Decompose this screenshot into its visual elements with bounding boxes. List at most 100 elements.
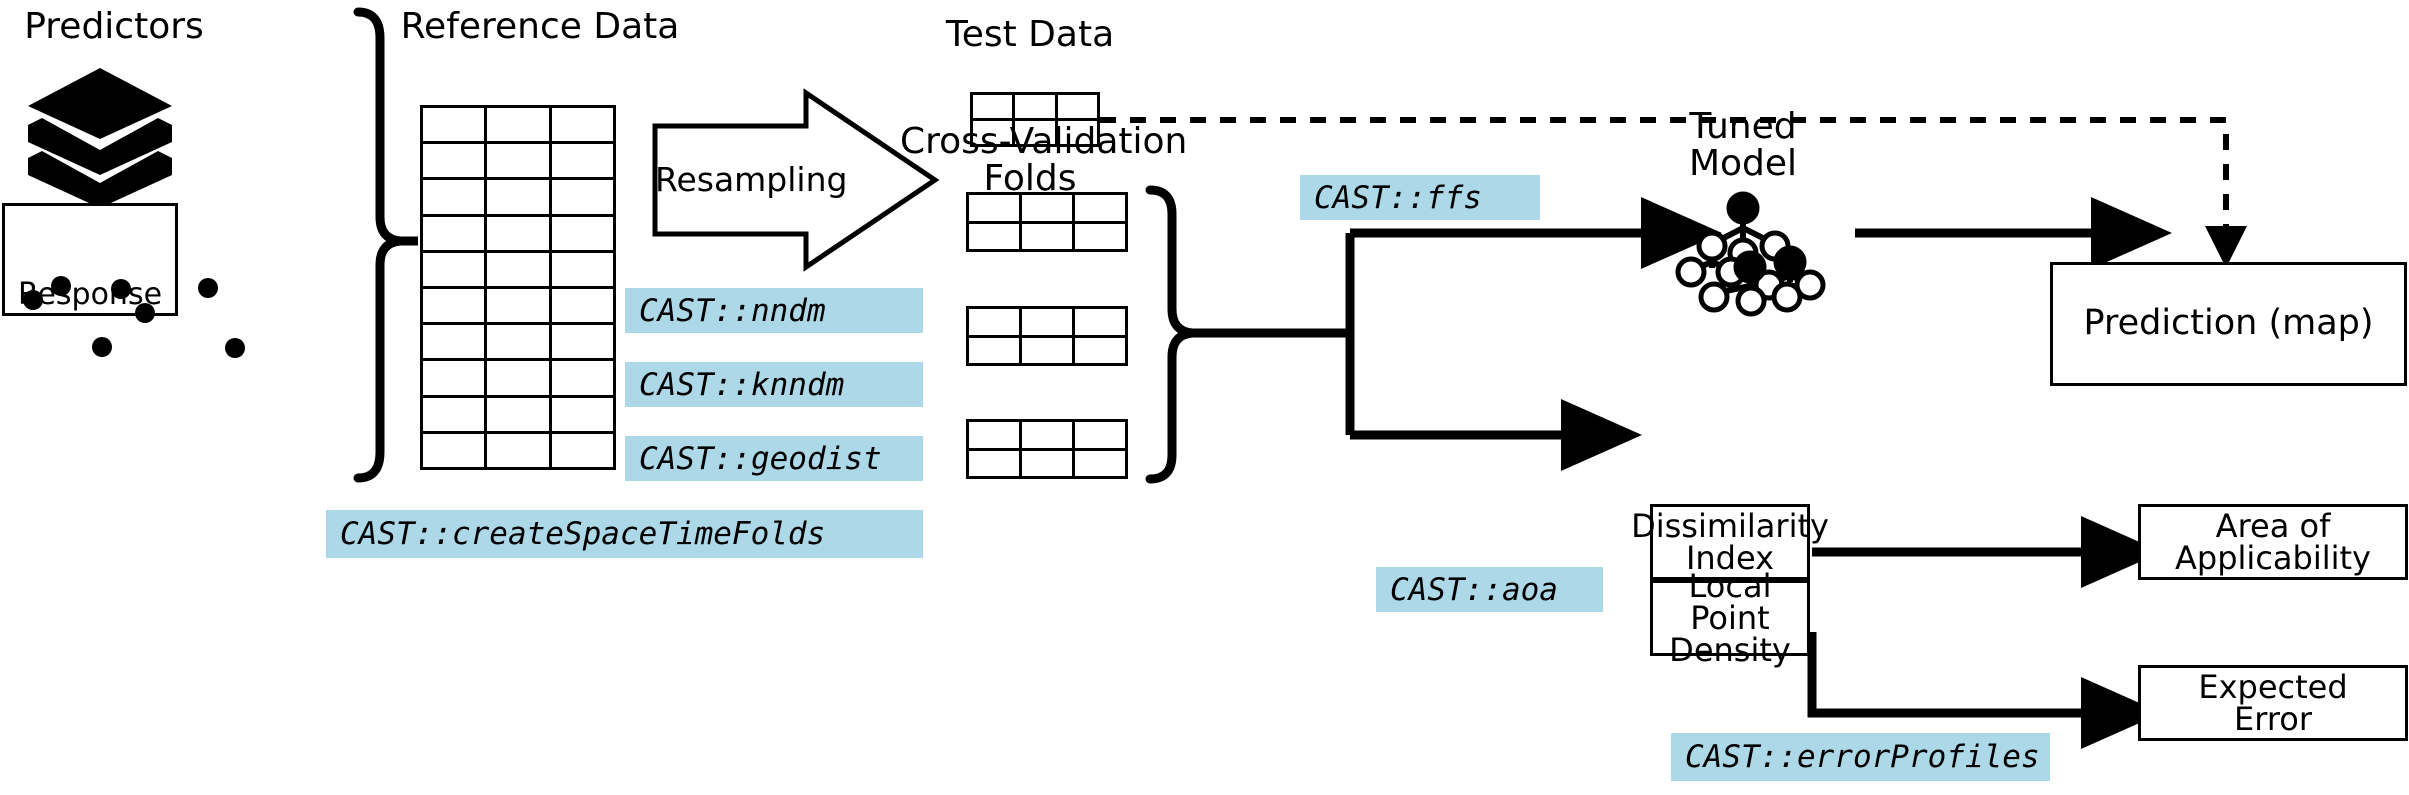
grid-cell (973, 95, 1016, 121)
cv-folds-label-line2: Folds (983, 158, 1077, 199)
grid-cell (1057, 121, 1100, 147)
grid-cell (423, 361, 488, 398)
test-data-grid (970, 92, 1100, 147)
code-label-knndm: CAST::knndm (625, 362, 923, 407)
grid-cell (551, 180, 616, 217)
grid-cell (487, 397, 552, 434)
dissimilarity-label-line2: Index (1685, 539, 1775, 577)
grid-cell (1075, 450, 1128, 479)
grid-cell (969, 337, 1022, 366)
code-label-createspacetimefolds: CAST::createSpaceTimeFolds (326, 510, 923, 558)
code-label-ffs: CAST::ffs (1300, 175, 1540, 220)
local-point-label-line1: Local Point (1688, 567, 1772, 637)
grid-cell (551, 361, 616, 398)
grid-cell (1022, 337, 1075, 366)
response-point (198, 278, 218, 298)
grid-cell (973, 121, 1016, 147)
reference-data-grid (420, 105, 616, 470)
grid-cell (487, 108, 552, 145)
tuned-model-label-line2: Model (1688, 143, 1798, 184)
grid-cell (551, 433, 616, 470)
predictors-label: Predictors (24, 6, 204, 47)
grid-cell (1075, 422, 1128, 451)
grid-cell (1022, 422, 1075, 451)
code-label-errorprofiles: CAST::errorProfiles (1671, 733, 2050, 781)
grid-cell (551, 216, 616, 253)
grid-cell (423, 325, 488, 362)
area-of-applicability-box: Area of Applicability (2138, 504, 2408, 580)
grid-cell (551, 144, 616, 181)
grid-cell (487, 289, 552, 326)
grid-cell (969, 450, 1022, 479)
grid-cell (551, 289, 616, 326)
grid-cell (1022, 309, 1075, 338)
code-label-geodist: CAST::geodist (625, 436, 923, 481)
resampling-label: Resampling (655, 160, 848, 199)
grid-cell (423, 433, 488, 470)
local-point-label-line2: Density (1669, 631, 1791, 669)
grid-cell (1075, 195, 1128, 224)
grid-cell (487, 433, 552, 470)
grid-cell (1057, 95, 1100, 121)
expected-error-box: Expected Error (2138, 665, 2408, 741)
grid-cell (551, 325, 616, 362)
response-point (225, 338, 245, 358)
grid-cell (969, 195, 1022, 224)
prediction-box: Prediction (map) (2050, 262, 2407, 386)
grid-cell (551, 108, 616, 145)
response-point (111, 279, 131, 299)
cv-fold-grid-2 (966, 306, 1128, 366)
response-point (51, 276, 71, 296)
code-label-nndm: CAST::nndm (625, 288, 923, 333)
grid-cell (423, 108, 488, 145)
tuned-model-label-line1: Tuned (1689, 106, 1797, 147)
response-scatter-points (2, 203, 245, 358)
expected-label-line1: Expected (2198, 668, 2348, 706)
grid-cell (1022, 450, 1075, 479)
dissimilarity-index-box: Dissimilarity Index (1631, 504, 1829, 580)
grid-cell (1075, 309, 1128, 338)
grid-cell (487, 252, 552, 289)
grid-cell (969, 223, 1022, 252)
cv-fold-grid-3 (966, 419, 1128, 479)
grid-cell (423, 180, 488, 217)
area-label-line2: Applicability (2175, 539, 2371, 577)
grid-cell (423, 397, 488, 434)
grid-cell (1015, 121, 1058, 147)
grid-cell (1015, 95, 1058, 121)
grid-cell (1075, 223, 1128, 252)
grid-cell (487, 361, 552, 398)
code-label-aoa: CAST::aoa (1376, 567, 1603, 612)
response-point (23, 290, 43, 310)
response-point (135, 303, 155, 323)
grid-cell (1022, 195, 1075, 224)
grid-cell (423, 216, 488, 253)
cv-folds-label-line1: Cross-Validation (900, 121, 1188, 162)
grid-cell (487, 325, 552, 362)
grid-cell (423, 144, 488, 181)
expected-label-line2: Error (2234, 700, 2312, 738)
area-label-line1: Area of (2215, 507, 2331, 545)
grid-cell (551, 397, 616, 434)
cv-fold-grid-1 (966, 192, 1128, 252)
grid-cell (487, 180, 552, 217)
grid-cell (1022, 223, 1075, 252)
grid-cell (487, 216, 552, 253)
prediction-label: Prediction (map) (2083, 303, 2374, 344)
grid-cell (969, 309, 1022, 338)
test-data-label: Test Data (945, 14, 1115, 55)
grid-cell (423, 252, 488, 289)
grid-cell (969, 422, 1022, 451)
dissimilarity-label-line1: Dissimilarity (1631, 507, 1829, 545)
local-point-density-box: Local Point Density (1650, 570, 1810, 666)
grid-cell (487, 144, 552, 181)
response-point (92, 337, 112, 357)
grid-cell (423, 289, 488, 326)
